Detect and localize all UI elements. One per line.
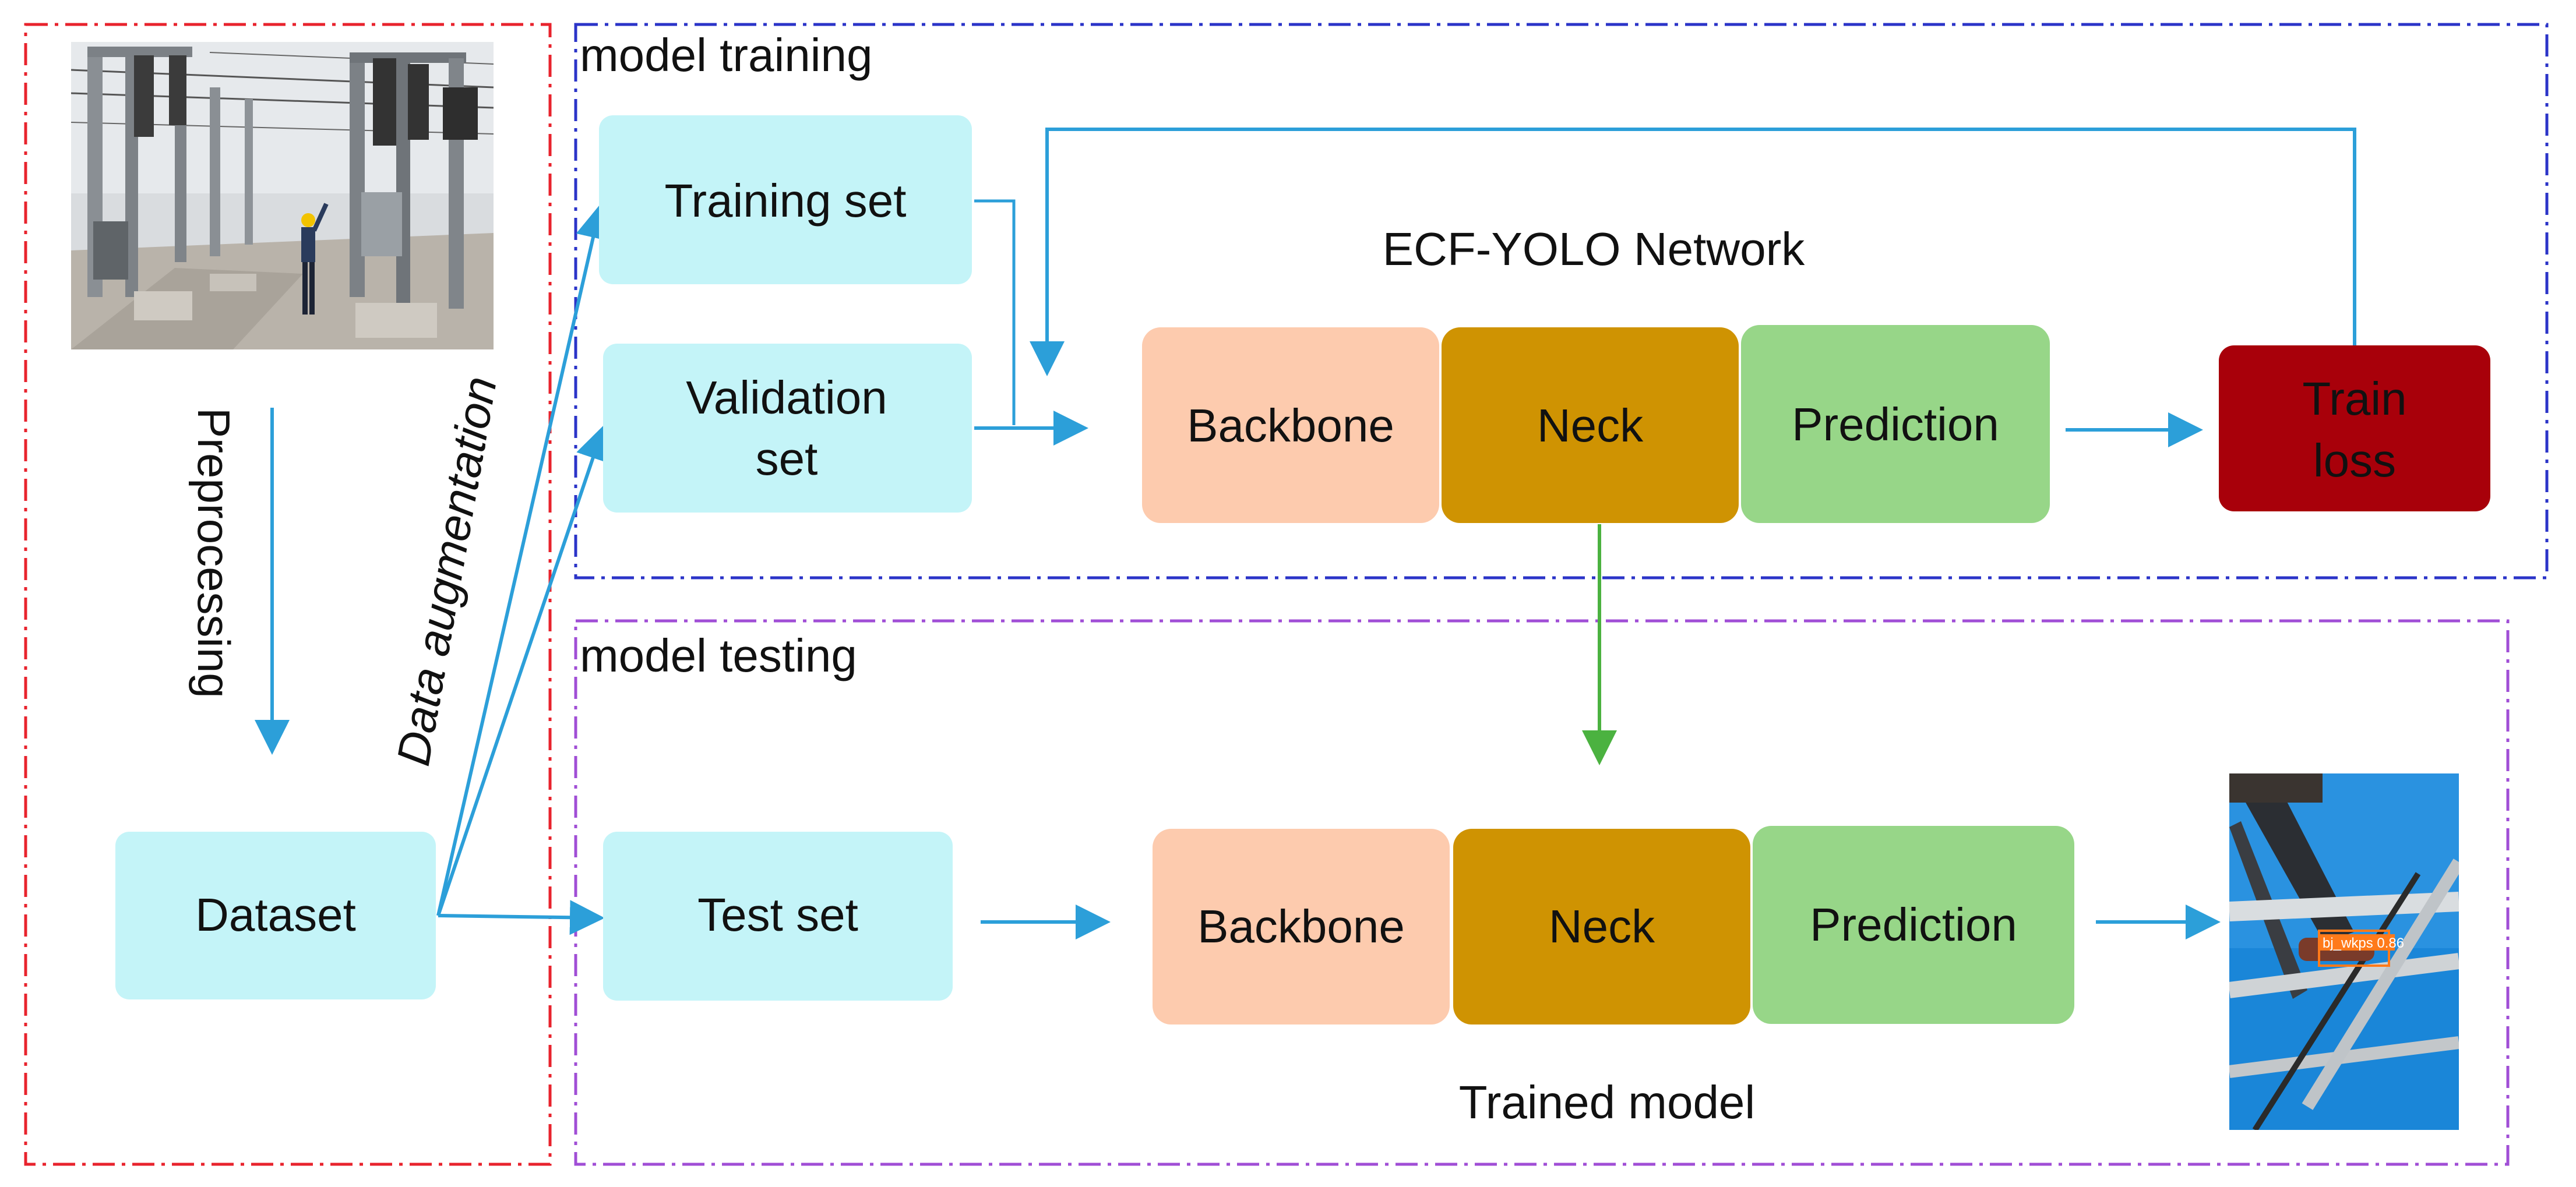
data-augmentation-label: Data augmentation: [387, 373, 506, 769]
training-set-connector: [974, 199, 1016, 425]
training-section-frame: [574, 23, 2549, 580]
network-backbone-label: Backbone: [1187, 400, 1394, 451]
trained-prediction-block: [1753, 826, 2074, 1024]
train-loss-label-line2: loss: [2313, 434, 2396, 486]
dataset-to-training-arrow: [436, 203, 611, 916]
trained-prediction-label: Prediction: [1810, 899, 2017, 951]
trained-backbone-block: [1153, 829, 1450, 1025]
training-set-box: [599, 115, 972, 284]
dataset-box: [115, 832, 436, 999]
loss-feedback-arrow: [1030, 128, 2356, 376]
train-loss-box: [2219, 345, 2490, 511]
network-title: ECF-YOLO Network: [1383, 223, 1806, 275]
trained-model-title: Trained model: [1459, 1076, 1755, 1128]
dataset-label: Dataset: [195, 889, 356, 941]
detection-result-photo-icon: [2229, 773, 2459, 1130]
validation-set-label-line1: Validation: [686, 372, 887, 423]
testing-section-title: model testing: [580, 630, 857, 681]
train-loss-label-line1: Train: [2302, 373, 2406, 425]
validation-set-label-line2: set: [756, 433, 818, 485]
network-neck-label: Neck: [1537, 400, 1644, 451]
trained-backbone-label: Backbone: [1197, 900, 1405, 952]
trained-neck-block: [1453, 829, 1750, 1025]
dataset-to-validation-arrow: [436, 425, 610, 916]
network-prediction-block: [1741, 325, 2050, 523]
test-set-label: Test set: [697, 889, 858, 941]
test-set-box: [603, 832, 953, 1001]
validation-set-box: [603, 344, 972, 513]
substation-photo-icon: [71, 42, 494, 349]
dataset-to-test-arrow: [438, 900, 605, 935]
detection-label: bj_wkps 0.86: [2323, 935, 2404, 951]
network-prediction-label: Prediction: [1792, 398, 1999, 450]
testing-section-frame: [574, 619, 2510, 1166]
network-neck-block: [1442, 327, 1739, 523]
network-backbone-block: [1142, 327, 1439, 523]
training-section-title: model training: [580, 29, 873, 81]
training-set-label: Training set: [665, 175, 907, 227]
trained-neck-label: Neck: [1549, 900, 1655, 952]
preprocessing-label: Preprocessing: [188, 408, 239, 698]
